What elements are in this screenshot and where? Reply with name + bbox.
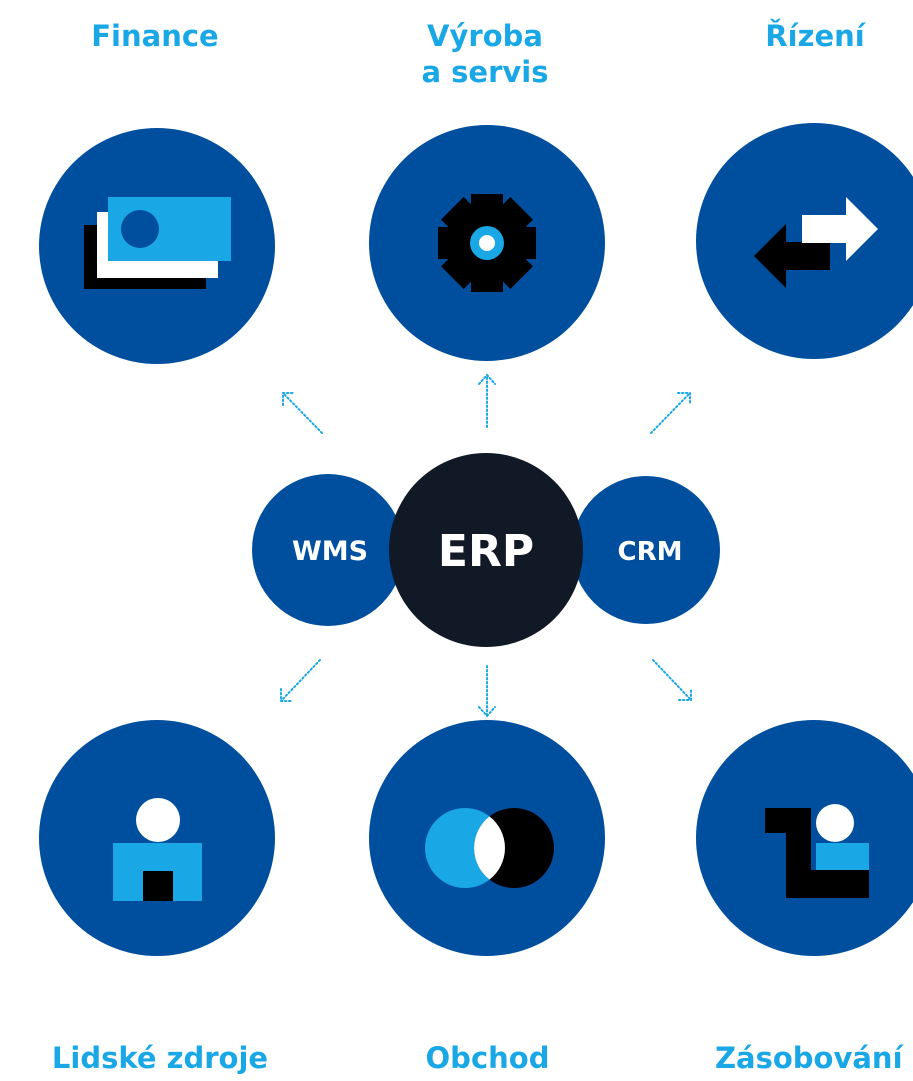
arrow-to-finance [282, 392, 323, 434]
arrow-to-supply [652, 659, 692, 701]
label-finance: Finance [91, 19, 219, 53]
label-production: Výroba a servis [400, 18, 570, 90]
label-production-line2: a servis [421, 55, 549, 89]
sales-node [369, 720, 605, 956]
production-node [369, 125, 605, 361]
label-sales: Obchod [425, 1041, 550, 1075]
finance-node [39, 128, 275, 364]
crm-node: CRM [572, 476, 720, 624]
overlapping-circles-icon [425, 808, 554, 888]
wms-node: WMS [252, 474, 404, 626]
label-production-line1: Výroba [427, 19, 543, 53]
label-supply: Zásobování [715, 1041, 903, 1075]
gear-icon [438, 194, 536, 292]
label-hr: Lidské zdroje [51, 1041, 269, 1075]
hr-node [39, 720, 275, 956]
arrow-to-production [478, 373, 496, 428]
arrow-to-management [650, 392, 691, 434]
crm-label: CRM [618, 537, 683, 567]
wms-label: WMS [292, 536, 368, 567]
exchange-arrows-icon [754, 197, 878, 288]
arrow-to-sales [478, 665, 496, 718]
person-icon [113, 798, 202, 901]
label-management: Řízení [765, 19, 865, 53]
erp-label: ERP [438, 526, 534, 577]
arrow-to-hr [280, 659, 321, 702]
box-person-icon [765, 804, 869, 898]
management-node [696, 123, 913, 359]
banknotes-icon [84, 197, 231, 289]
erp-node: ERP [389, 453, 583, 647]
supply-node [696, 720, 913, 956]
